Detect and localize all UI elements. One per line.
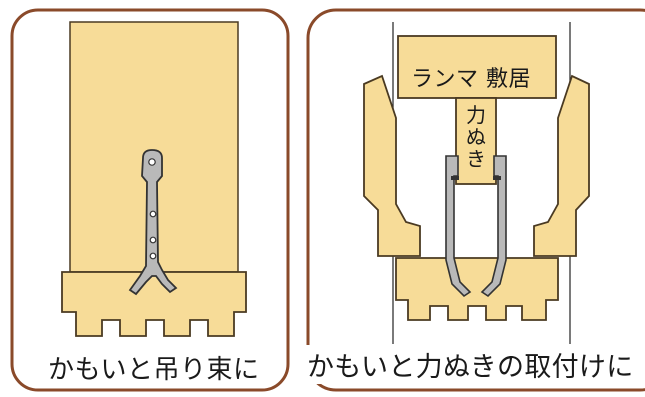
left-side-post bbox=[363, 74, 421, 257]
bracket-clip bbox=[493, 176, 501, 180]
left-panel: かもいと吊り束に bbox=[0, 0, 300, 397]
hanger-hole bbox=[149, 236, 157, 244]
right-illustration bbox=[306, 8, 645, 392]
chikara-char: 力 bbox=[466, 103, 486, 127]
hanger-hole bbox=[149, 252, 157, 260]
right-metal-bracket bbox=[480, 155, 507, 298]
left-caption: かもいと吊り束に bbox=[38, 349, 270, 386]
hanger-hole bbox=[148, 158, 156, 166]
left-metal-bracket bbox=[445, 155, 472, 298]
chikara-nuki-label: 力 ぬ き bbox=[464, 104, 488, 170]
right-side-post bbox=[533, 74, 590, 257]
hanger-hole bbox=[149, 210, 157, 218]
ranma-shikii-label: ランマ 敷居 bbox=[411, 67, 531, 92]
chikara-nuki-column bbox=[455, 97, 497, 185]
kamoi-beam bbox=[61, 271, 247, 337]
bottom-kamoi bbox=[395, 257, 559, 321]
right-panel: ランマ 敷居 力 ぬ き かもいと力ぬきの取付けに bbox=[300, 0, 645, 397]
left-illustration bbox=[10, 8, 290, 392]
ranma-shikii-box bbox=[397, 35, 557, 99]
bracket-clip bbox=[451, 176, 459, 180]
chikara-char: ぬ bbox=[466, 125, 486, 149]
right-caption: かもいと力ぬきの取付けに bbox=[305, 345, 636, 384]
hanger-bracket bbox=[128, 149, 178, 296]
chikara-char: き bbox=[466, 147, 486, 171]
